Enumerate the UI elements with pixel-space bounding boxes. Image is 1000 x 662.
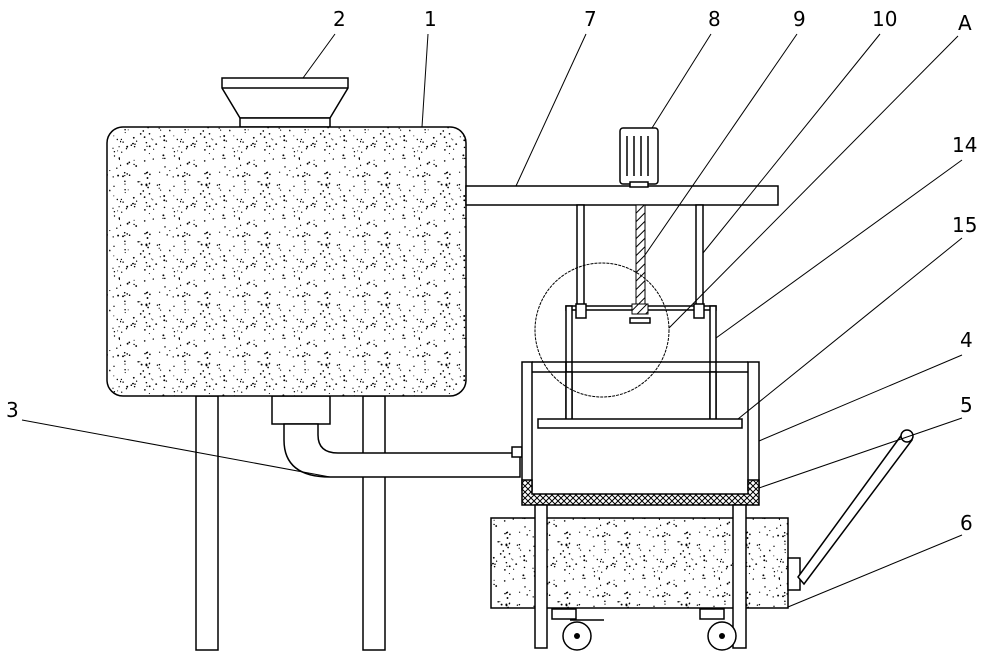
discharge-pipe <box>272 396 522 477</box>
box-leg-left <box>535 505 547 648</box>
label-hopper: 2 <box>333 7 346 31</box>
label-rod: 10 <box>872 7 897 31</box>
caster-wheel-left <box>552 609 604 650</box>
motor <box>620 128 658 187</box>
label-frame: 14 <box>952 133 977 157</box>
support-arm <box>466 186 778 205</box>
label-press-plate: 15 <box>952 213 977 237</box>
frame-upright-right <box>710 372 716 420</box>
hopper <box>222 78 348 127</box>
tank-leg-left <box>196 396 218 650</box>
label-box: 4 <box>960 328 973 352</box>
tank-leg-right <box>363 396 385 650</box>
handle <box>798 430 913 584</box>
press-plate <box>538 419 742 428</box>
box-leg-right <box>733 505 746 648</box>
tank <box>107 127 466 396</box>
caster-wheel-right <box>700 609 736 650</box>
frame-upright-left <box>566 372 572 420</box>
label-filter-mesh: 5 <box>960 393 973 417</box>
label-arm: 7 <box>584 7 597 31</box>
guide-rod-right <box>696 205 703 305</box>
label-tank: 1 <box>424 7 437 31</box>
guide-rod-left <box>577 205 584 305</box>
detail-circle-a <box>535 263 669 397</box>
filter-mesh <box>522 480 759 505</box>
label-detail-a: A <box>958 11 972 35</box>
label-pipe: 3 <box>6 398 19 422</box>
label-motor: 8 <box>708 7 721 31</box>
lead-screw <box>636 205 645 305</box>
label-handle: 6 <box>960 511 973 535</box>
handle-bracket <box>788 558 800 590</box>
label-screw: 9 <box>793 7 806 31</box>
